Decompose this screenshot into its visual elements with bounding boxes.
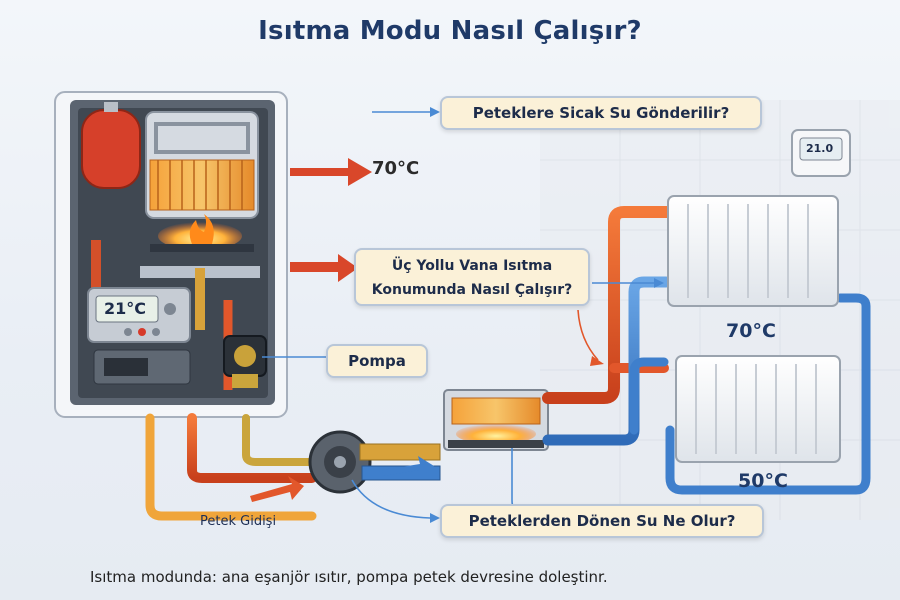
radiator-bottom-temp: 50°C — [738, 470, 788, 492]
main-heat-exchanger — [145, 111, 259, 219]
radiator-bottom — [675, 355, 841, 463]
petek-gidisi-label: Petek Gidişi — [200, 514, 277, 529]
supply-return-pipes — [145, 413, 317, 521]
expansion-tank — [81, 102, 141, 189]
boiler-unit — [54, 91, 288, 418]
callout-peteklere: Peteklere Sicak Su Gönderilir? — [440, 96, 762, 130]
burner-flame — [150, 214, 254, 252]
outlet-temp-label: 70°C — [372, 158, 420, 179]
outflow-arrows — [250, 158, 434, 502]
room-thermostat — [791, 129, 851, 177]
callout-leaders — [262, 111, 654, 519]
thermostat-display: 21.0 — [806, 142, 834, 155]
secondary-heat-exchanger — [443, 389, 549, 451]
callout-pompa: Pompa — [326, 344, 428, 378]
radiator-top — [667, 195, 839, 307]
page-title: Isıtma Modu Nasıl Çalışır? — [258, 16, 642, 46]
callout-arrowheads — [430, 107, 664, 523]
radiator-top-temp: 70°C — [726, 320, 776, 342]
boiler-pump — [223, 335, 267, 388]
boiler-control-panel — [87, 287, 191, 343]
callout-donen-su: Peteklerden Dönen Su Ne Olur? — [440, 504, 764, 538]
boiler-display-temp: 21°C — [104, 299, 147, 318]
callout-uc-yollu-vana: Üç Yollu Vana Isıtma Konumunda Nasıl Çal… — [354, 248, 590, 306]
caption-text: Isıtma modunda: ana eşanjör ısıtır, pomp… — [90, 568, 608, 586]
